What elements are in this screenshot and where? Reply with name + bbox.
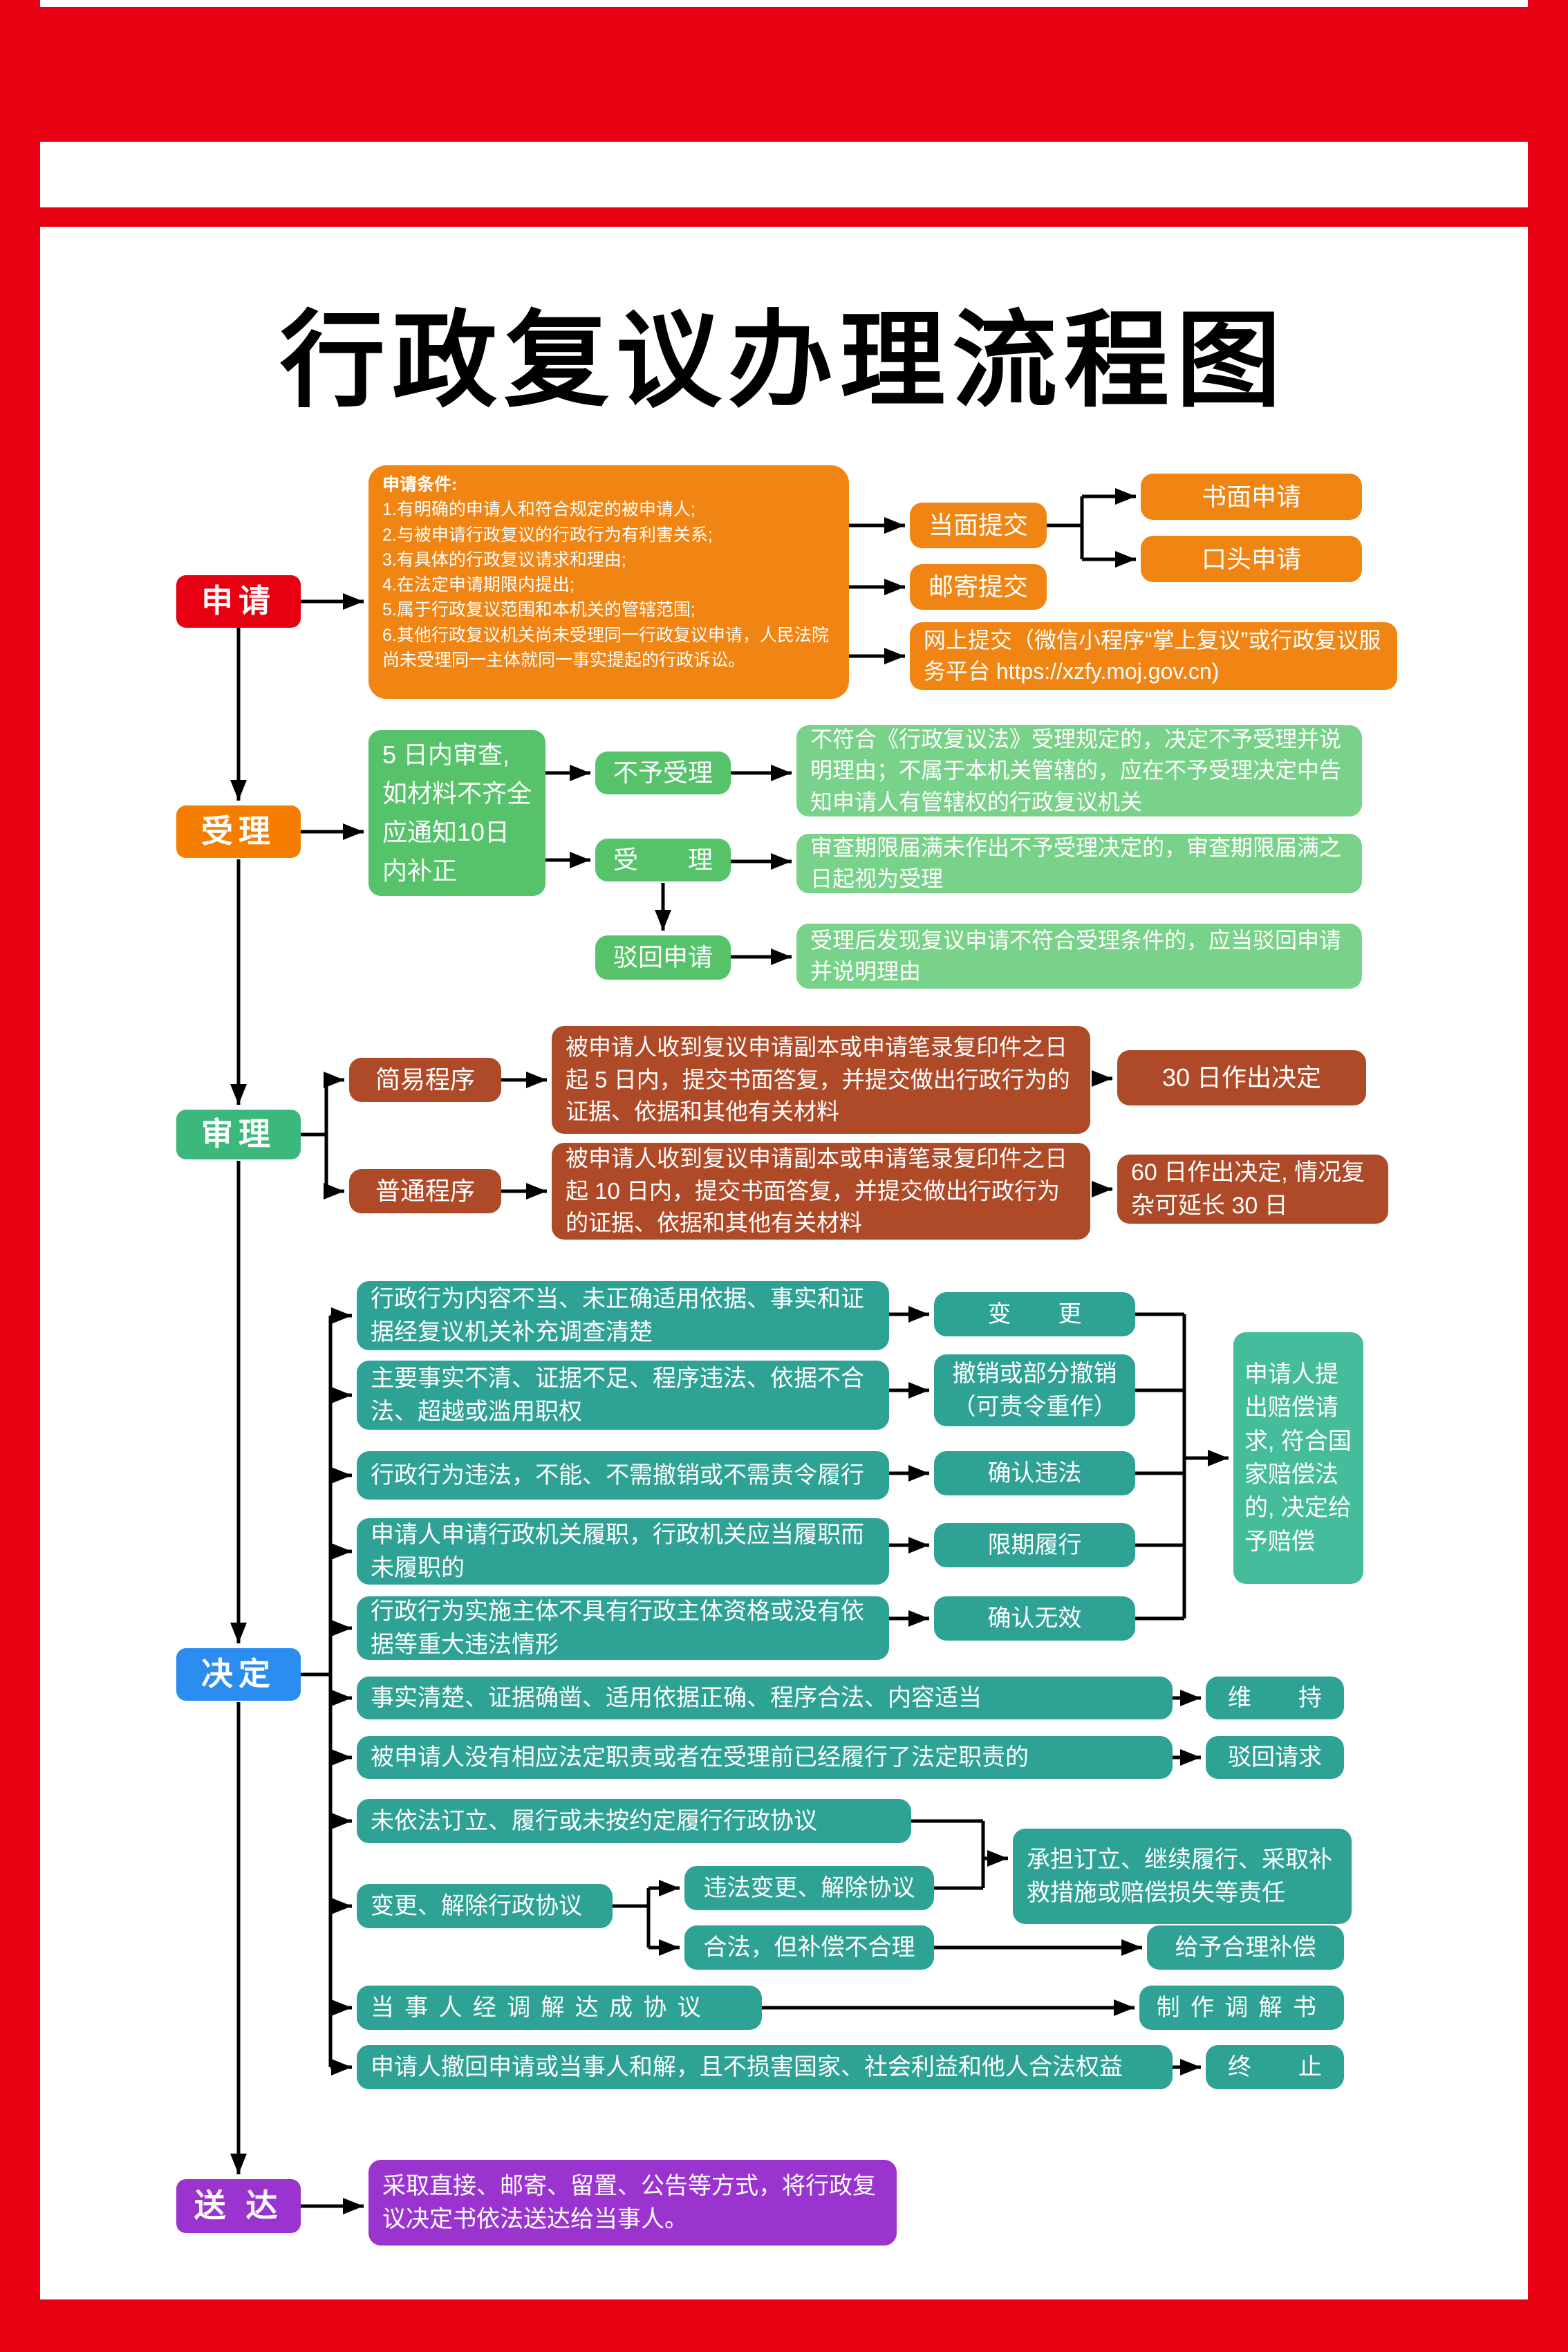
- stage-deliver-badge: 送 达: [176, 2179, 301, 2233]
- page-title: 行政复议办理流程图: [280, 304, 1288, 420]
- simple-deadline-box: 30 日作出决定: [1117, 1050, 1366, 1105]
- result-reasonable-compensation-box: 给予合理补偿: [1147, 1925, 1344, 1970]
- result-reject-request-box: 驳回请求: [1206, 1736, 1344, 1779]
- submit-mail-box: 邮寄提交: [910, 564, 1047, 610]
- agreement-legal-compensation-box: 合法，但补偿不合理: [684, 1925, 934, 1970]
- normal-procedure-box: 普通程序: [349, 1169, 501, 1213]
- decide-case-7-box: 被申请人没有相应法定职责或者在受理前已经履行了法定职责的: [357, 1736, 1173, 1779]
- result-uphold-box: 维 持: [1206, 1677, 1344, 1719]
- oral-application-box: 口头申请: [1141, 536, 1362, 582]
- decide-case-6-box: 事实清楚、证据确凿、适用依据正确、程序合法、内容适当: [357, 1677, 1173, 1719]
- decide-case-9-box: 变更、解除行政协议: [357, 1884, 613, 1928]
- decide-case-2-box: 主要事实不清、证据不足、程序违法、依据不合法、超越或滥用职权: [357, 1361, 889, 1430]
- simple-procedure-note-box: 被申请人收到复议申请副本或申请笔录复印件之日起 5 日内，提交书面答复，并提交做…: [552, 1026, 1090, 1134]
- simple-procedure-box: 简易程序: [349, 1058, 501, 1102]
- apply-conditions-title: 申请条件:: [382, 475, 458, 494]
- apply-condition-item-2: 2.与被申请行政复议的行政行为有利害关系;: [382, 525, 713, 545]
- stage-apply-badge: 申请: [176, 575, 301, 628]
- result-revoke-box: 撤销或部分撤销（可责令重作）: [934, 1354, 1135, 1426]
- accept-box: 受 理: [595, 839, 731, 881]
- result-agreement-liability-box: 承担订立、继续履行、采取补救措施或赔偿损失等责任: [1013, 1829, 1352, 1924]
- result-order-perform-box: 限期履行: [934, 1523, 1135, 1567]
- result-mediation-document-box: 制作调解书: [1139, 1986, 1344, 2030]
- bottom-red-band: [0, 2299, 1568, 2352]
- dismiss-note-box: 受理后发现复议申请不符合受理条件的，应当驳回申请并说明理由: [796, 924, 1362, 989]
- stage-review-badge: 审理: [176, 1110, 301, 1159]
- right-red-border: [1528, 0, 1568, 2352]
- result-change-box: 变 更: [934, 1292, 1135, 1336]
- decide-case-1-box: 行政行为内容不当、未正确适用依据、事实和证据经复议机关补充调查清楚: [357, 1281, 889, 1350]
- decide-case-8-box: 未依法订立、履行或未按约定履行行政协议: [357, 1799, 911, 1843]
- apply-condition-item-3: 3.有具体的行政复议请求和理由;: [382, 550, 626, 570]
- stage-accept-badge: 受理: [176, 805, 301, 858]
- not-accept-box: 不予受理: [595, 752, 731, 794]
- top-red-band: [0, 7, 1568, 142]
- normal-procedure-note-box: 被申请人收到复议申请副本或申请笔录复印件之日起 10 日内，提交书面答复，并提交…: [552, 1143, 1090, 1240]
- result-terminate-box: 终 止: [1206, 2045, 1344, 2089]
- apply-condition-item-1: 1.有明确的申请人和符合规定的被申请人;: [382, 500, 696, 520]
- apply-condition-item-5: 5.属于行政复议范围和本机关的管辖范围;: [382, 600, 696, 620]
- apply-conditions-box: 申请条件: 1.有明确的申请人和符合规定的被申请人; 2.与被申请行政复议的行政…: [368, 465, 849, 699]
- decide-case-10-box: 当事人经调解达成协议: [357, 1986, 762, 2030]
- submit-online-box: 网上提交（微信小程序“掌上复议”或行政复议服务平台 https://xzfy.m…: [910, 622, 1397, 690]
- apply-condition-item-4: 4.在法定申请期限内提出;: [382, 575, 575, 595]
- deemed-accept-note-box: 审查期限届满未作出不予受理决定的，审查期限届满之日起视为受理: [796, 834, 1362, 893]
- accept-check-box: 5 日内审查,如材料不齐全应通知10日内补正: [368, 730, 545, 896]
- top-red-line: [0, 207, 1568, 227]
- compensation-note-box: 申请人提出赔偿请求, 符合国家赔偿法的, 决定给予赔偿: [1233, 1332, 1363, 1584]
- decide-case-3-box: 行政行为违法，不能、不需撤销或不需责令履行: [357, 1451, 889, 1500]
- written-application-box: 书面申请: [1141, 474, 1362, 520]
- not-accept-note-box: 不符合《行政复议法》受理规定的，决定不予受理并说明理由；不属于本机关管辖的，应在…: [796, 725, 1362, 816]
- decide-case-5-box: 行政行为实施主体不具有行政主体资格或没有依据等重大违法情形: [357, 1596, 889, 1660]
- agreement-illegal-change-box: 违法变更、解除协议: [684, 1866, 934, 1910]
- normal-deadline-box: 60 日作出决定, 情况复杂可延长 30 日: [1117, 1155, 1388, 1224]
- stage-decide-badge: 决定: [176, 1648, 301, 1701]
- decide-case-4-box: 申请人申请行政机关履职，行政机关应当履职而未履职的: [357, 1518, 889, 1585]
- submit-in-person-box: 当面提交: [910, 503, 1047, 548]
- result-confirm-invalid-box: 确认无效: [934, 1596, 1135, 1641]
- left-red-border: [0, 0, 40, 2352]
- result-confirm-illegal-box: 确认违法: [934, 1451, 1135, 1495]
- apply-condition-item-6: 6.其他行政复议机关尚未受理同一行政复议申请，人民法院尚未受理同一主体就同一事实…: [382, 625, 829, 670]
- dismiss-application-box: 驳回申请: [595, 935, 731, 980]
- deliver-note-box: 采取直接、邮寄、留置、公告等方式，将行政复议决定书依法送达给当事人。: [368, 2160, 897, 2246]
- decide-case-11-box: 申请人撤回申请或当事人和解，且不损害国家、社会利益和他人合法权益: [357, 2045, 1173, 2089]
